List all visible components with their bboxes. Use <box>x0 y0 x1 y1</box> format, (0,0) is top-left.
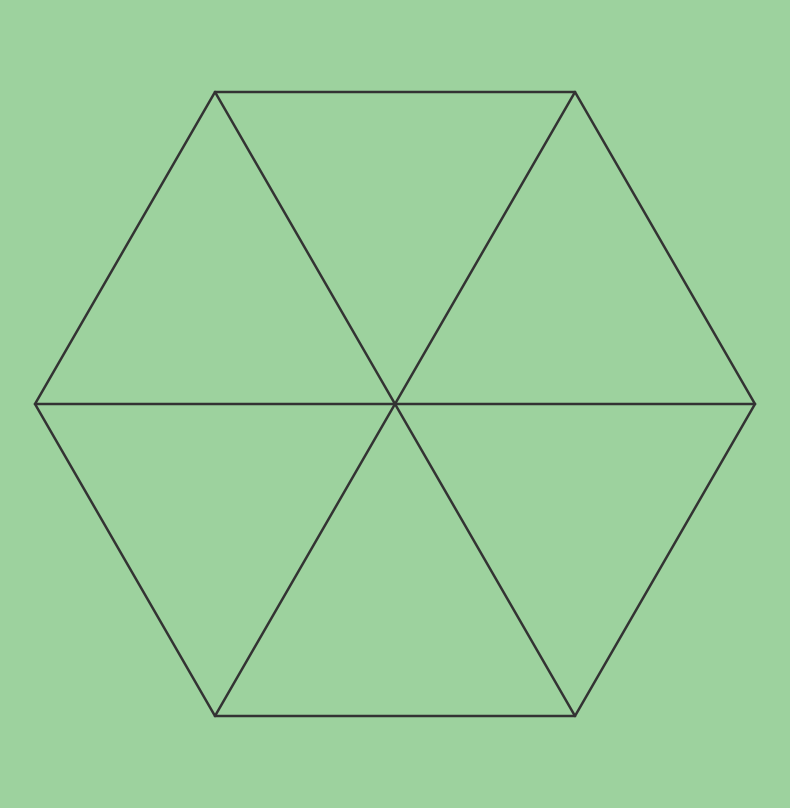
hexagon-spoke <box>213 90 397 406</box>
hexagon-spoke <box>393 90 577 406</box>
hexagon-outer-edge <box>573 90 757 406</box>
hexagon-spoke <box>213 402 397 718</box>
hexagon-outer-edge <box>33 402 217 718</box>
hexagon-spoke <box>393 402 577 718</box>
hexagon-outer-edge <box>33 90 217 406</box>
hexagon-edges <box>33 90 757 718</box>
hexagon-outer-edge <box>573 402 757 718</box>
